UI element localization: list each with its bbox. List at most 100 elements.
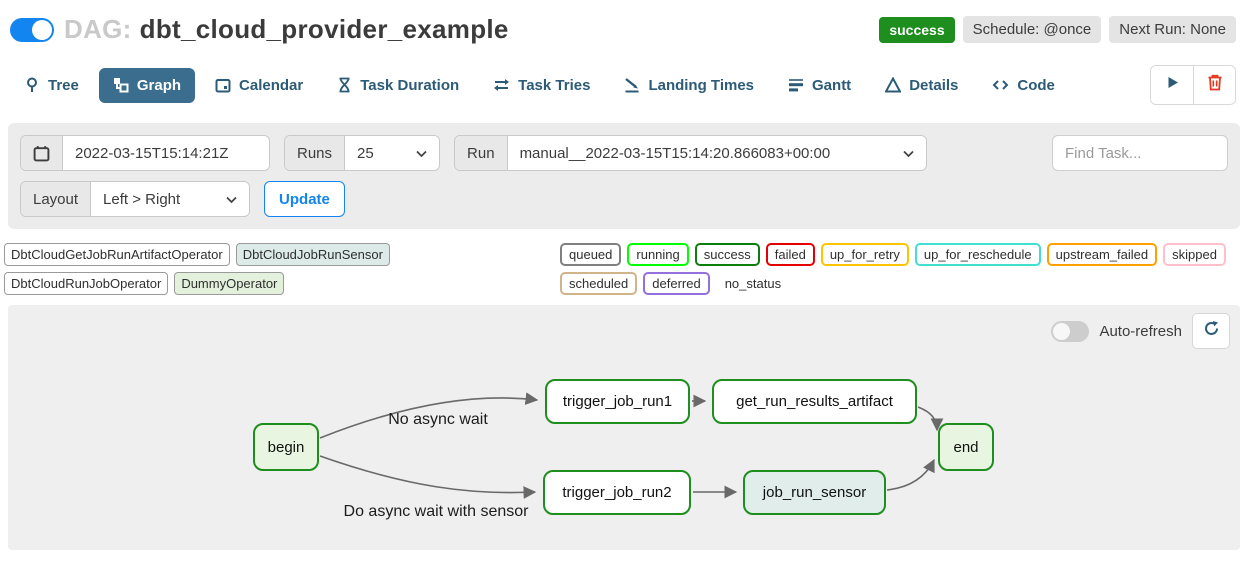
refresh-button[interactable] [1192,313,1230,349]
status-legend: queued running success failed up_for_ret… [560,243,1238,295]
layout-group: Layout Left > Right [20,181,251,217]
trash-icon [1207,74,1223,96]
status-legend-badge: up_for_reschedule [914,243,1041,266]
graph-panel: Auto-refresh No async wait Do async wait… [8,305,1240,550]
status-legend-badge: failed [765,243,815,266]
run-select-group: Run manual__2022-03-15T15:14:20.866083+0… [454,135,927,171]
tab-label: Tree [48,76,79,94]
dag-header: DAG: dbt_cloud_provider_example success … [0,0,1248,45]
next-run-badge: Next Run: None [1109,16,1236,43]
code-brackets-icon [992,77,1009,93]
calendar-icon [215,77,231,93]
execution-date-group [20,135,270,171]
operator-badge: DbtCloudRunJobOperator [4,272,169,295]
tree-icon [24,77,40,93]
toggle-knob [1053,322,1071,340]
tab-graph[interactable]: Graph [98,67,196,103]
run-label: Run [455,136,508,170]
retry-arrows-icon [493,77,510,93]
schedule-badge: Schedule: @once [962,16,1102,43]
status-legend-badge: up_for_retry [820,243,909,266]
chevron-down-icon [226,191,237,208]
runs-count-value: 25 [357,144,374,162]
tab-label: Task Tries [518,76,591,94]
status-legend-badge: deferred [643,272,710,295]
update-button[interactable]: Update [264,181,345,217]
graph-icon [113,77,129,93]
operator-badge: DummyOperator [174,272,285,295]
tab-label: Details [909,76,959,94]
tab-label: Landing Times [648,76,755,94]
operator-legend: DbtCloudGetJobRunArtifactOperator DbtClo… [4,243,544,295]
status-badge: success [879,16,955,43]
operator-badge: DbtCloudJobRunSensor [235,243,390,266]
tab-gantt[interactable]: Gantt [774,68,865,103]
plane-landing-icon [624,77,640,93]
dag-run-value: manual__2022-03-15T15:14:20.866083+00:00 [519,144,831,162]
edge-label: Do async wait with sensor [343,503,529,520]
task-node-get-run-results-artifact[interactable]: get_run_results_artifact [712,379,917,424]
layout-select[interactable]: Left > Right [91,182,250,216]
runs-count-select[interactable]: 25 [345,136,440,170]
status-legend-badge: running [627,243,689,266]
tab-landing-times[interactable]: Landing Times [610,68,768,103]
auto-refresh-toggle[interactable] [1051,320,1090,342]
header-badges: success Schedule: @once Next Run: None [879,16,1236,43]
operator-badge: DbtCloudGetJobRunArtifactOperator [4,243,230,266]
runs-count-group: Runs 25 [284,135,441,171]
refresh-icon [1203,320,1220,342]
delete-dag-button[interactable] [1193,66,1235,104]
auto-refresh-control: Auto-refresh [1051,313,1230,349]
layout-value: Left > Right [103,190,181,208]
tab-label: Gantt [812,76,852,94]
tab-label: Graph [136,76,182,94]
status-legend-badge: upstream_failed [1046,243,1158,266]
task-node-trigger-job-run2[interactable]: trigger_job_run2 [543,470,691,515]
filter-row-2: Layout Left > Right Update [20,181,1228,217]
tab-details[interactable]: Details [871,68,972,103]
view-tabbar: Tree Graph Calendar Task Duration Task T… [0,65,1248,105]
task-node-trigger-job-run1[interactable]: trigger_job_run1 [545,379,690,424]
task-node-job-run-sensor[interactable]: job_run_sensor [743,470,886,515]
calendar-addon-icon[interactable] [21,136,63,170]
tab-label: Code [1017,76,1055,94]
execution-date-input[interactable] [63,136,269,170]
chevron-down-icon [902,145,914,162]
tab-task-duration[interactable]: Task Duration [323,68,473,103]
dag-prefix-label: DAG: [64,14,132,44]
trigger-dag-button[interactable] [1151,66,1193,104]
filter-row-1: Runs 25 Run manual__2022-03-15T15:14:20.… [20,135,1228,171]
chevron-down-icon [416,145,427,162]
status-legend-badge: scheduled [560,272,638,295]
tab-label: Calendar [239,76,304,94]
task-node-begin[interactable]: begin [253,423,319,471]
toggle-knob [32,19,52,40]
dag-action-group [1150,65,1236,105]
tab-code[interactable]: Code [978,68,1069,103]
tab-task-tries[interactable]: Task Tries [479,68,604,103]
find-task-input[interactable] [1052,135,1228,171]
status-legend-badge: success [694,243,760,266]
legend: DbtCloudGetJobRunArtifactOperator DbtClo… [4,243,1238,295]
status-legend-badge: no_status [724,276,782,291]
tab-label: Task Duration [360,76,460,94]
edge-label: No async wait [388,411,488,428]
tab-tree[interactable]: Tree [10,68,93,103]
filter-panel: Runs 25 Run manual__2022-03-15T15:14:20.… [8,123,1240,229]
play-icon [1165,75,1180,95]
dag-pause-toggle[interactable] [10,17,54,42]
layout-label: Layout [21,182,92,216]
dag-run-select[interactable]: manual__2022-03-15T15:14:20.866083+00:00 [507,136,926,170]
status-legend-badge: queued [560,243,622,266]
status-legend-badge: skipped [1163,243,1226,266]
details-triangle-icon [885,77,902,93]
gantt-bars-icon [788,77,804,93]
dag-edges [319,392,944,499]
dag-title: dbt_cloud_provider_example [139,14,509,44]
tab-calendar[interactable]: Calendar [201,68,317,103]
hourglass-icon [337,77,352,93]
runs-label: Runs [285,136,346,170]
task-node-end[interactable]: end [938,423,994,471]
auto-refresh-label: Auto-refresh [1099,322,1182,340]
find-task-wrap [1052,135,1228,171]
